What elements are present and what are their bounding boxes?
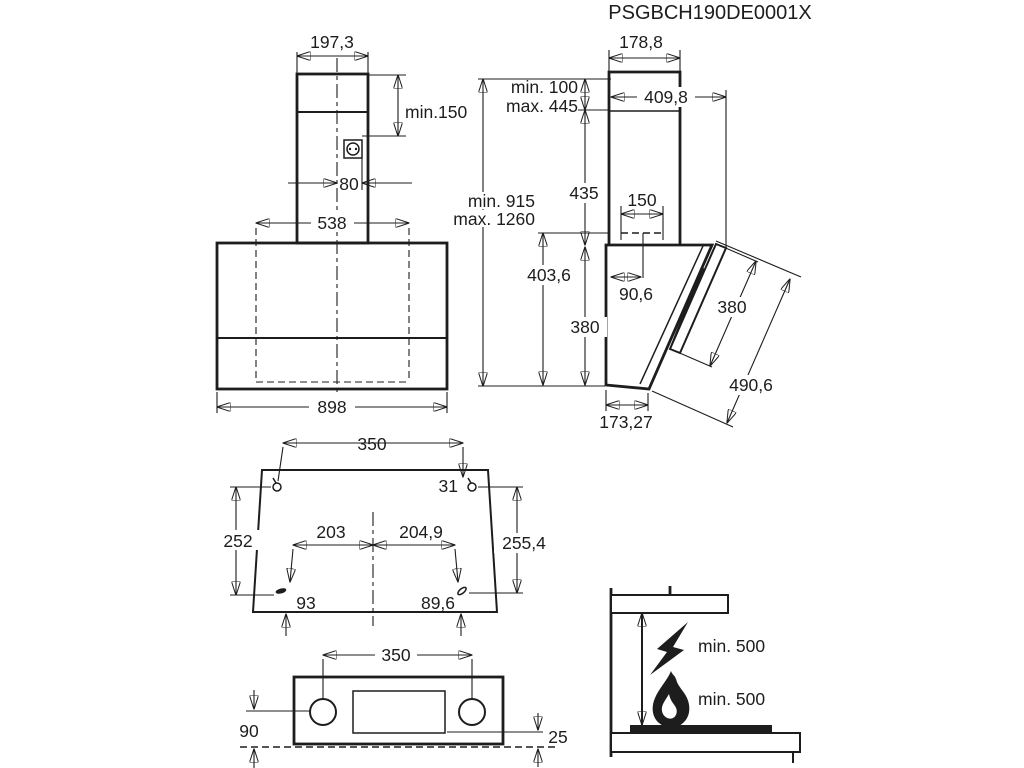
dim-chimney-depth: 178,8 (619, 32, 663, 52)
side-view: 178,8 min. 100 max. 445 409,8 min. 915 m… (442, 32, 802, 432)
label-backing (452, 192, 536, 209)
extension-line (715, 240, 802, 278)
dim-panel-hole-spacing: 350 (381, 645, 410, 665)
display-window-outline (352, 690, 446, 734)
dim-hood-width: 898 (317, 397, 346, 417)
label-backing (637, 87, 695, 107)
dim-front-glass-length: 490,6 (729, 375, 773, 395)
dim-panel-length: 380 (717, 297, 746, 317)
screw-slot-right (457, 586, 467, 596)
bottom-panel-view: 350 90 25 (239, 645, 568, 768)
label-backing (442, 210, 536, 227)
dim-top-clearance-max: max. 445 (506, 96, 578, 116)
label-backing (215, 530, 261, 550)
mounting-template-view: 350 31 252 255,4 203 204,9 93 89,6 (215, 434, 554, 636)
dim-panel-bottom-offset: 25 (548, 727, 567, 747)
label-backing (562, 183, 607, 203)
flame-inner (661, 694, 677, 719)
flame-icon (652, 671, 690, 728)
label-backing (375, 645, 417, 665)
dim-install-height-min: min. 915 (468, 191, 535, 211)
dim-chimney-width: 197,3 (310, 32, 354, 52)
screw-slot-left (275, 588, 287, 594)
dim-left-height: 252 (223, 531, 252, 551)
dim-rear-height: 403,6 (527, 265, 571, 285)
extension-line (277, 446, 284, 482)
dim-left-hole-to-center: 203 (316, 522, 345, 542)
keyhole-circle (467, 482, 477, 492)
dim-bottom-right-offset: 89,6 (421, 593, 455, 613)
extension-line-slot-pointer (290, 548, 293, 582)
dim-right-hole-to-center: 204,9 (399, 522, 443, 542)
flame-outer (652, 671, 690, 728)
cooktop-bar (630, 725, 772, 733)
dim-duct-width: 150 (627, 190, 656, 210)
lamp-hole-right (458, 698, 486, 726)
dim-chimney-height: 435 (569, 183, 598, 203)
dim-depth-total: 409,8 (644, 87, 688, 107)
keyhole-circle (272, 482, 282, 492)
socket-pin (354, 147, 358, 151)
keyhole-right (467, 477, 477, 492)
dim-duct-spacing: 538 (317, 213, 346, 233)
keyhole-slot (272, 477, 277, 484)
extension-line (674, 350, 713, 368)
dim-chimney-min-height: min.150 (405, 102, 468, 122)
lamp-hole-left (309, 698, 337, 726)
dim-hole-spacing: 350 (357, 434, 386, 454)
label-backing (309, 395, 355, 415)
dim-socket-offset: 80 (339, 174, 359, 194)
dim-panel-left-offset: 90 (239, 721, 259, 741)
extension-line-slot-pointer (455, 548, 458, 582)
socket-circle (346, 142, 360, 156)
dim-right-height: 255,4 (502, 533, 546, 553)
label-backing (311, 211, 354, 231)
power-socket-icon (343, 139, 363, 159)
socket-pin (348, 147, 352, 151)
hood-body-outline (215, 241, 449, 391)
dim-install-height-max: max. 1260 (453, 209, 535, 229)
extension-line (651, 390, 734, 428)
label-backing (721, 375, 781, 395)
dim-body-height: 380 (570, 317, 599, 337)
lightning-icon (650, 622, 688, 675)
chimney-side-outline (607, 70, 682, 245)
dim-bottom-left-offset: 93 (296, 593, 315, 613)
clearance-view: min. 500 min. 500 (609, 586, 801, 763)
hood-glass-inner-edge (639, 245, 704, 385)
counter-outline (610, 732, 801, 753)
dim-duct-offset: 90,6 (619, 284, 653, 304)
keyhole-slot (467, 477, 472, 484)
extension-line (720, 245, 759, 263)
dim-gas-min-distance: min. 500 (698, 689, 765, 709)
dim-hole-top-offset: 31 (439, 476, 458, 496)
label-backing (564, 317, 607, 337)
label-backing (494, 533, 554, 553)
dim-body-depth: 173,27 (599, 412, 653, 432)
label-backing (519, 265, 579, 285)
front-view: 197,3 min.150 80 538 898 (215, 32, 468, 417)
hood-bottom-bar (610, 594, 729, 614)
dim-top-clearance-min: min. 100 (511, 77, 578, 97)
dim-electric-min-distance: min. 500 (698, 636, 765, 656)
dimension-line-front-glass-length (727, 279, 790, 423)
drawing-number: PSGBCH190DE0001X (608, 2, 811, 24)
keyhole-left (272, 477, 282, 492)
